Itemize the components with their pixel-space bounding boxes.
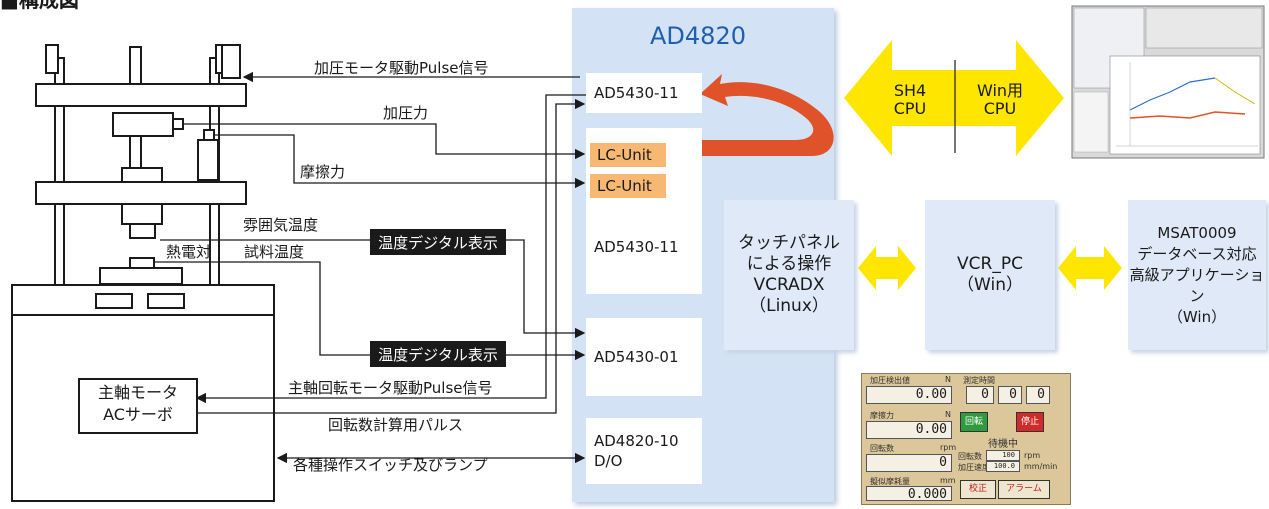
panel-rpm-label: 回転数 [870,444,894,453]
touch-panel-text: タッチパネル による操作 VCRADX （Linux） [738,233,840,316]
panel-time-h: 0 [966,386,994,404]
label-rpm-pulse: 回転数計算用パルス [328,416,464,434]
label-switches: 各種操作スイッチ及びランプ [293,456,488,474]
panel-stop-label: 停止 [1020,417,1039,427]
panel-speed-label: 加圧速度 [958,463,990,472]
lc-unit-2: LC-Unit [590,174,666,198]
label-pressure-force: 加圧力 [383,104,429,122]
panel-wear-value: 0.000 [866,486,952,502]
panel-wear-label: 擬似摩耗量 [870,477,910,486]
module-ad5430-mid: AD5430-11 [594,238,679,256]
label-thermocouple: 熱電対 [166,243,212,261]
panel-load-unit: N [945,375,951,384]
vcr-pc-text: VCR_PC （Win） [957,254,1023,295]
module-ad4820-10: AD4820-10 D/O [586,418,702,484]
cpu-arrow [844,40,1064,156]
label-spindle-pulse: 主軸回転モータ駆動Pulse信号 [288,379,493,397]
panel-calibrate-button[interactable]: 校正 [960,480,996,499]
lc-unit-1: LC-Unit [590,143,666,167]
module-ad4820-10-label: AD4820-10 D/O [594,432,679,470]
panel-speed-value: 100.0 [986,461,1020,472]
panel-friction-value: 0.00 [866,421,952,439]
label-friction-force: 摩擦力 [300,163,346,181]
panel-stop-button[interactable]: 停止 [1016,412,1044,432]
panel-alarm-button[interactable]: アラーム [998,480,1050,499]
panel-time-s: 0 [1026,386,1050,404]
cpu-sh4-label: SH4 CPU [893,81,927,118]
software-screenshot [1071,5,1265,159]
signal-wires [155,71,586,464]
panel-load-label: 加圧検出値 [870,376,910,385]
panel-run-button[interactable]: 回転 [960,412,988,432]
panel-speed-unit: mm/min [1024,462,1058,471]
panel-rpm-unit: rpm [940,443,957,452]
controller-title: AD4820 [650,22,746,50]
panel-rpm-value: 0 [866,454,952,472]
msat-box: MSAT0009 データベース対応 高級アプリケーション （Win） [1128,200,1266,350]
label-ambient-temp: 雰囲気温度 [243,216,319,234]
panel-calibrate-label: 校正 [968,484,987,494]
panel-run-label: 回転 [964,417,983,427]
label-pressure-pulse: 加圧モータ駆動Pulse信号 [314,59,489,77]
panel-wear-unit: mm [940,476,956,485]
panel-friction-unit: N [945,410,951,419]
cpu-win-label: Win用 CPU [976,81,1024,118]
panel-friction-label: 摩擦力 [870,411,894,420]
touch-panel-box: タッチパネル による操作 VCRADX （Linux） [724,200,854,350]
temp-display-1: 温度デジタル表示 [370,229,506,255]
link-arrows [858,246,1122,290]
module-ad5430-01: AD5430-01 [586,318,702,396]
temp-display-2: 温度デジタル表示 [370,341,506,367]
panel-rpm-small-label: 回転数 [958,452,982,461]
label-sample-temp: 試料温度 [244,243,305,261]
module-ad5430-top: AD5430-11 [586,73,702,113]
panel-rpm-small-unit: rpm [1024,451,1041,460]
panel-rpm-small-value: 100 [986,450,1020,461]
loadcell-arrow [652,74,834,156]
panel-alarm-label: アラーム [1006,484,1042,494]
panel-status: 待機中 [988,439,1018,450]
servo-label: 主軸モータ ACサーボ [97,383,178,424]
msat-text: MSAT0009 データベース対応 高級アプリケーション （Win） [1129,223,1265,326]
vcr-pc-box: VCR_PC （Win） [925,200,1055,350]
page-heading: ■構成図 [0,0,79,12]
test-machine [11,44,275,502]
panel-load-value: 0.00 [866,386,952,404]
panel-time-m: 0 [998,386,1022,404]
panel-time-label: 測定時間 [963,376,995,385]
